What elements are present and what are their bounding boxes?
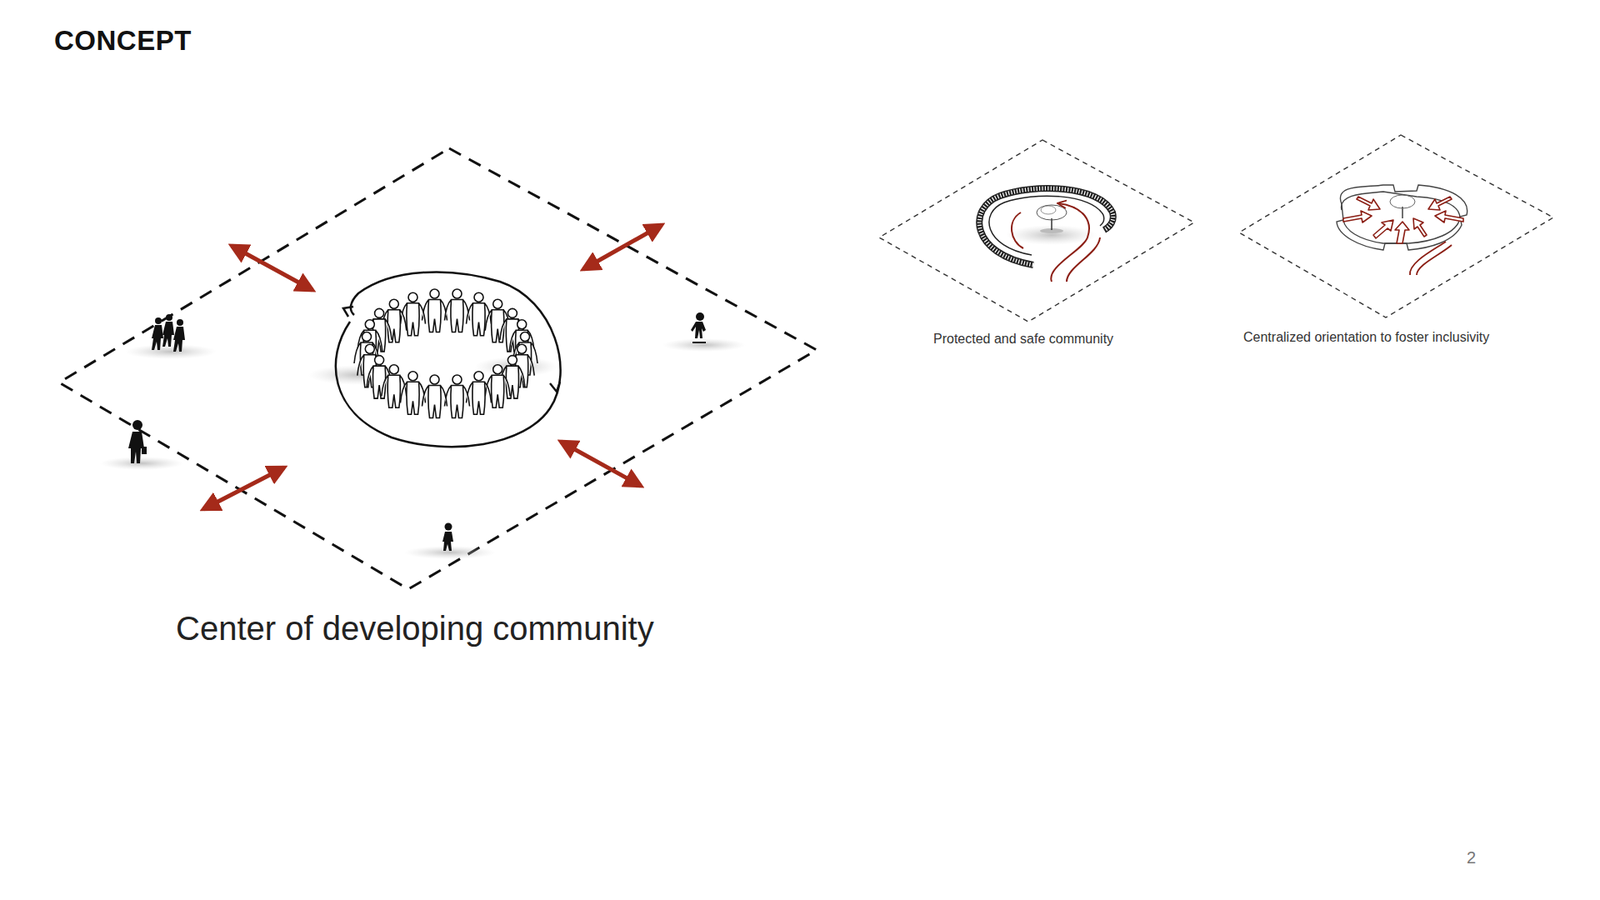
pedestrian-silhouettes	[128, 312, 706, 551]
inward-hollow-arrows	[1343, 196, 1464, 244]
small-site-boundary	[1239, 135, 1554, 318]
person-figure	[400, 292, 426, 336]
person-figure	[400, 371, 426, 415]
community-sketch-circle	[335, 271, 561, 447]
entry-path	[1410, 241, 1452, 275]
site-boundary	[59, 148, 817, 590]
person-figure	[422, 375, 448, 419]
diagram-caption: Centralized orientation to foster inclus…	[1243, 330, 1490, 345]
ground-shadows	[100, 338, 746, 560]
person-figure	[445, 375, 470, 419]
slide-title: CONCEPT	[54, 25, 192, 57]
tree-symbol	[1036, 205, 1067, 234]
main-caption: Center of developing community	[175, 610, 655, 648]
small-site-boundary	[879, 140, 1195, 322]
person-figure	[466, 371, 492, 415]
circulation-arrows	[1011, 203, 1100, 282]
protective-curved-wall	[979, 188, 1114, 265]
person-figure	[445, 289, 470, 333]
diagram-caption: Protected and safe community	[933, 331, 1114, 347]
person-figure	[381, 365, 407, 409]
person-figure	[422, 289, 448, 333]
circular-plan	[1336, 185, 1468, 250]
person-figure	[485, 365, 510, 409]
tree-symbol	[1390, 195, 1415, 219]
page-number: 2	[1466, 848, 1476, 868]
movement-arrows	[203, 225, 662, 510]
people-ring	[354, 289, 538, 419]
person-figure	[466, 292, 492, 336]
